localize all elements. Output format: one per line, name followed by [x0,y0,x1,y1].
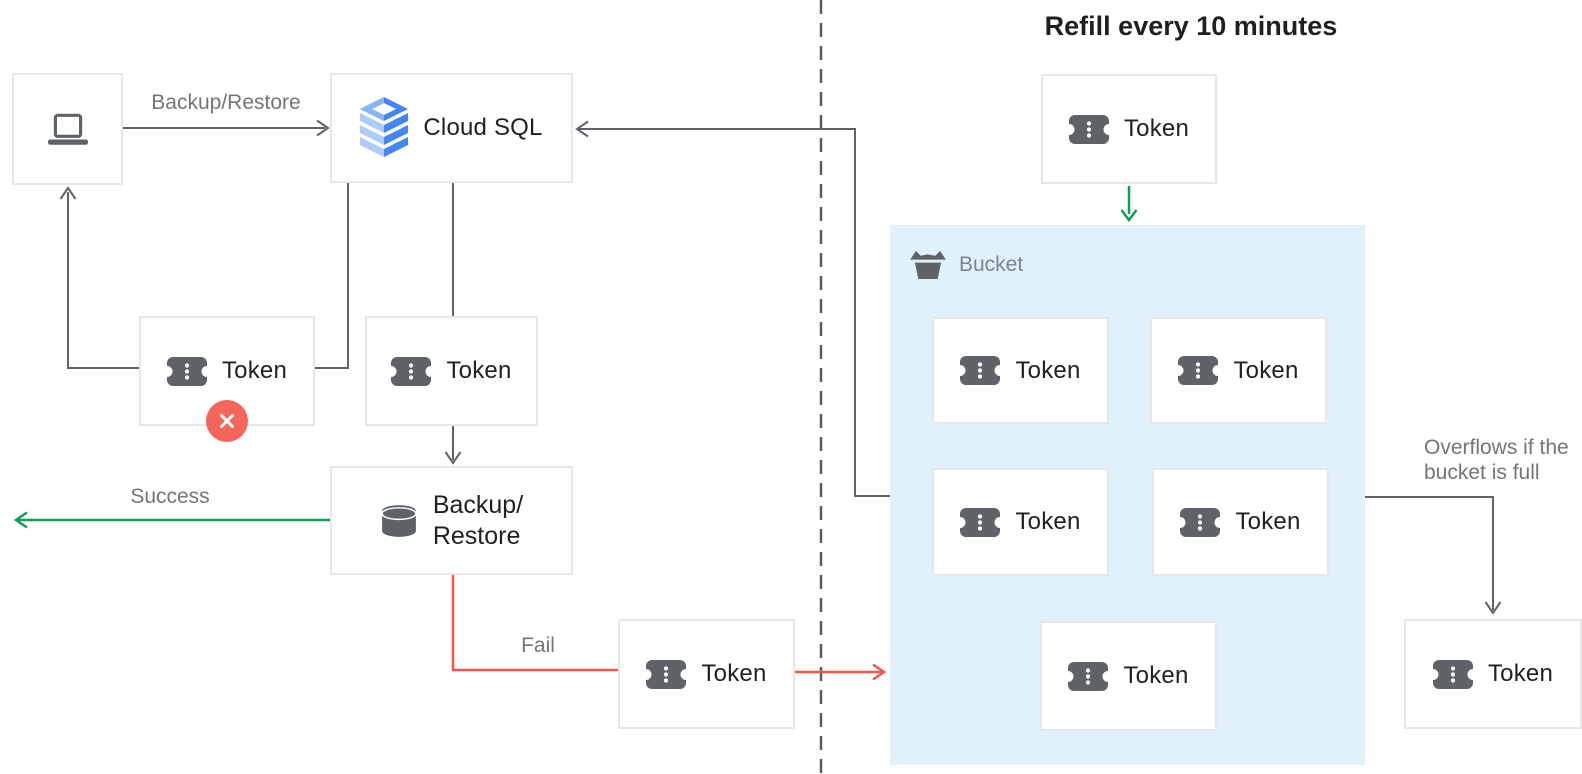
arrowhead-overflow [1484,601,1502,615]
token-ticket-icon [1433,660,1473,689]
bucket-icon [910,250,946,279]
token-label: Token [1487,660,1554,687]
edge-label-success: Success [130,485,210,508]
token-label: Token [1233,356,1299,384]
token-ticket-icon [391,357,431,386]
token-ticket-icon [1068,662,1108,691]
token-label: Token [1123,662,1189,689]
error-x-icon [206,400,248,442]
token-label: Token [221,357,288,384]
bucket-token-2: Token [1150,317,1327,424]
token-ticket-icon [167,357,207,386]
arrowhead-success [13,511,28,529]
arrowhead-into-cloudsql-left [316,119,330,137]
token-label: Token [1235,508,1301,535]
cloud-sql-icon [360,97,408,159]
overflow-line1: Overflows if the [1424,436,1569,459]
arrowhead-into-cloudsql-right [575,120,589,138]
token-refill-node: Token [1041,74,1217,184]
bucket-token-5: Token [1040,621,1217,731]
backup-restore-line2: Restore [432,521,521,550]
edge-bucket-to-cloudsql [579,128,890,497]
token-label: Token [701,660,767,687]
edge-fail [451,575,618,672]
token-overflow-node: Token [1404,619,1582,729]
token-fail-node: Token [618,619,795,729]
backup-restore-line1: Backup/ [432,490,524,519]
arrowhead-refill [1120,209,1138,223]
token-label: Token [446,357,512,384]
database-icon [380,505,418,537]
cloudsql-label: Cloud SQL [423,114,543,141]
client-node [12,73,123,185]
backup-restore-node: Backup/ Restore [330,466,573,575]
bucket-header: Bucket [910,250,1023,279]
token-label: Token [1015,356,1081,384]
edge-label-overflow: Overflows if the bucket is full [1424,435,1569,485]
bucket-token-1: Token [932,317,1109,424]
token-ticket-icon [960,508,1000,537]
backup-restore-label: Backup/ Restore [433,490,523,552]
bucket-token-3: Token [932,468,1109,576]
token-ticket-icon [1180,508,1220,537]
laptop-icon [47,113,89,146]
edge-label-backup-restore: Backup/Restore [151,91,301,114]
arrowhead-into-bucket [872,663,887,681]
token-ticket-icon [1178,356,1218,385]
token-ticket-icon [960,356,1000,385]
overflow-line2: bucket is full [1424,461,1540,484]
token-ticket-icon [646,660,686,689]
arrowhead-into-backup [444,451,462,465]
token-inflight-node: Token [365,316,538,426]
token-label: Token [1123,115,1190,142]
token-label: Token [1015,508,1081,535]
edge-returned-token-to-client [67,192,139,369]
refill-title: Refill every 10 minutes [1044,11,1338,41]
bucket-token-4: Token [1152,468,1329,576]
cloudsql-node: Cloud SQL [330,73,573,183]
edge-cloudsql-to-returned-token [315,183,349,369]
arrowhead-into-client [59,186,77,200]
edge-label-fail: Fail [521,634,555,657]
edge-overflow [1365,496,1494,610]
token-ticket-icon [1069,115,1109,144]
bucket-label: Bucket [959,252,1024,276]
